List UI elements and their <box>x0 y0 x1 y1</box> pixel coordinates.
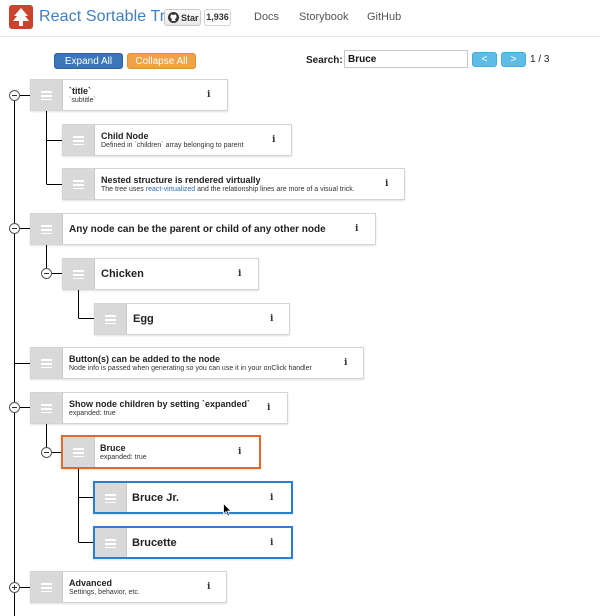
expand-toggle[interactable] <box>9 582 20 593</box>
info-icon[interactable]: i <box>270 314 274 324</box>
search-input[interactable] <box>344 50 468 68</box>
node-title: Advanced <box>69 578 113 588</box>
drag-handle-icon <box>41 225 52 234</box>
github-star-label: Star <box>181 13 199 23</box>
info-icon[interactable]: i <box>270 493 274 503</box>
collapse-toggle[interactable] <box>9 90 20 101</box>
tree-node[interactable]: `title` `subtitle` i <box>30 79 228 111</box>
node-title: Nested structure is rendered virtually <box>101 175 261 185</box>
drag-handle[interactable] <box>95 483 127 512</box>
drag-handle[interactable] <box>95 528 127 557</box>
subtitle-text: and the relationship lines are more of a… <box>195 186 355 193</box>
tree-node[interactable]: Egg i <box>94 303 290 335</box>
tree-node[interactable]: Show node children by setting `expanded`… <box>30 392 288 424</box>
expand-all-button[interactable]: Expand All <box>54 53 123 69</box>
nav-link-github[interactable]: GitHub <box>367 11 402 23</box>
tree-node-search-match[interactable]: Bruce Jr. i <box>93 481 293 514</box>
node-subtitle: The tree uses react-virtualized and the … <box>101 186 355 193</box>
github-icon <box>168 12 179 23</box>
node-subtitle: expanded: true <box>100 454 147 461</box>
drag-handle[interactable] <box>31 393 63 423</box>
drag-handle[interactable] <box>63 259 95 289</box>
node-subtitle: Settings, behavior, etc. <box>69 589 140 596</box>
drag-handle-icon <box>105 494 116 503</box>
tree-node-search-match[interactable]: Brucette i <box>93 526 293 559</box>
app-title[interactable]: React Sortable Tree <box>39 8 184 25</box>
node-title: Chicken <box>101 268 144 280</box>
collapse-toggle[interactable] <box>9 402 20 413</box>
next-match-button[interactable]: > <box>501 52 526 67</box>
collapse-toggle[interactable] <box>41 447 52 458</box>
drag-handle[interactable] <box>31 572 63 602</box>
drag-handle[interactable] <box>95 304 127 334</box>
node-title: Button(s) can be added to the node <box>69 354 220 364</box>
drag-handle-icon <box>41 91 52 100</box>
react-virtualized-link[interactable]: react-virtualized <box>145 186 196 193</box>
node-title: Brucette <box>132 537 177 549</box>
drag-handle-icon <box>73 270 84 279</box>
drag-handle[interactable] <box>63 437 95 467</box>
info-icon[interactable]: i <box>238 447 242 457</box>
drag-handle[interactable] <box>63 125 95 155</box>
drag-handle[interactable] <box>31 214 63 244</box>
drag-handle[interactable] <box>63 169 95 199</box>
nav-link-storybook[interactable]: Storybook <box>299 11 349 23</box>
drag-handle-icon <box>41 359 52 368</box>
info-icon[interactable]: i <box>355 224 359 234</box>
drag-handle-icon <box>73 448 84 457</box>
drag-handle[interactable] <box>31 348 63 378</box>
node-title: Show node children by setting `expanded` <box>69 399 251 409</box>
drag-handle-icon <box>41 583 52 592</box>
drag-handle-icon <box>73 180 84 189</box>
drag-handle-icon <box>41 404 52 413</box>
node-title: Egg <box>133 313 154 325</box>
info-icon[interactable]: i <box>385 179 389 189</box>
info-icon[interactable]: i <box>344 358 348 368</box>
tree-node[interactable]: Any node can be the parent or child of a… <box>30 213 376 245</box>
node-subtitle: expanded: true <box>69 410 116 417</box>
previous-match-button[interactable]: < <box>472 52 497 67</box>
collapse-toggle[interactable] <box>41 268 52 279</box>
info-icon[interactable]: i <box>272 135 276 145</box>
node-subtitle: `subtitle` <box>69 97 96 104</box>
tree-node-active-match[interactable]: Bruce expanded: true i <box>61 435 261 469</box>
subtitle-text: The tree uses <box>101 186 146 193</box>
tree-node[interactable]: Button(s) can be added to the node Node … <box>30 347 364 379</box>
node-title: Child Node <box>101 131 149 141</box>
node-title: `title` <box>69 86 91 96</box>
search-match-count: 1 / 3 <box>530 54 550 65</box>
nav-link-docs[interactable]: Docs <box>254 11 280 23</box>
tree-node[interactable]: Nested structure is rendered virtually T… <box>62 168 405 200</box>
search-label: Search: <box>306 55 343 66</box>
drag-handle[interactable] <box>31 80 63 110</box>
drag-handle-icon <box>105 539 116 548</box>
node-title: Any node can be the parent or child of a… <box>69 224 326 235</box>
collapse-all-button[interactable]: Collapse All <box>127 53 196 69</box>
tree-node[interactable]: Child Node Defined in `children` array b… <box>62 124 292 156</box>
drag-handle-icon <box>73 136 84 145</box>
info-icon[interactable]: i <box>267 403 271 413</box>
mouse-cursor-icon <box>223 503 232 517</box>
top-navbar: React Sortable Tree Star 1,936 Docs Stor… <box>0 0 600 37</box>
info-icon[interactable]: i <box>238 269 242 279</box>
node-subtitle: Node info is passed when generating so y… <box>69 365 312 372</box>
tree-node[interactable]: Advanced Settings, behavior, etc. i <box>30 571 227 603</box>
info-icon[interactable]: i <box>207 90 211 100</box>
node-title: Bruce Jr. <box>132 492 180 504</box>
github-star-button[interactable]: Star <box>164 9 201 26</box>
tree-logo-icon[interactable] <box>9 5 33 29</box>
node-title: Bruce <box>100 443 126 453</box>
node-subtitle: Defined in `children` array belonging to… <box>101 142 244 149</box>
tree-node[interactable]: Chicken i <box>62 258 259 290</box>
info-icon[interactable]: i <box>207 582 211 592</box>
info-icon[interactable]: i <box>270 538 274 548</box>
github-star-count[interactable]: 1,936 <box>204 9 231 26</box>
drag-handle-icon <box>105 315 116 324</box>
collapse-toggle[interactable] <box>9 223 20 234</box>
